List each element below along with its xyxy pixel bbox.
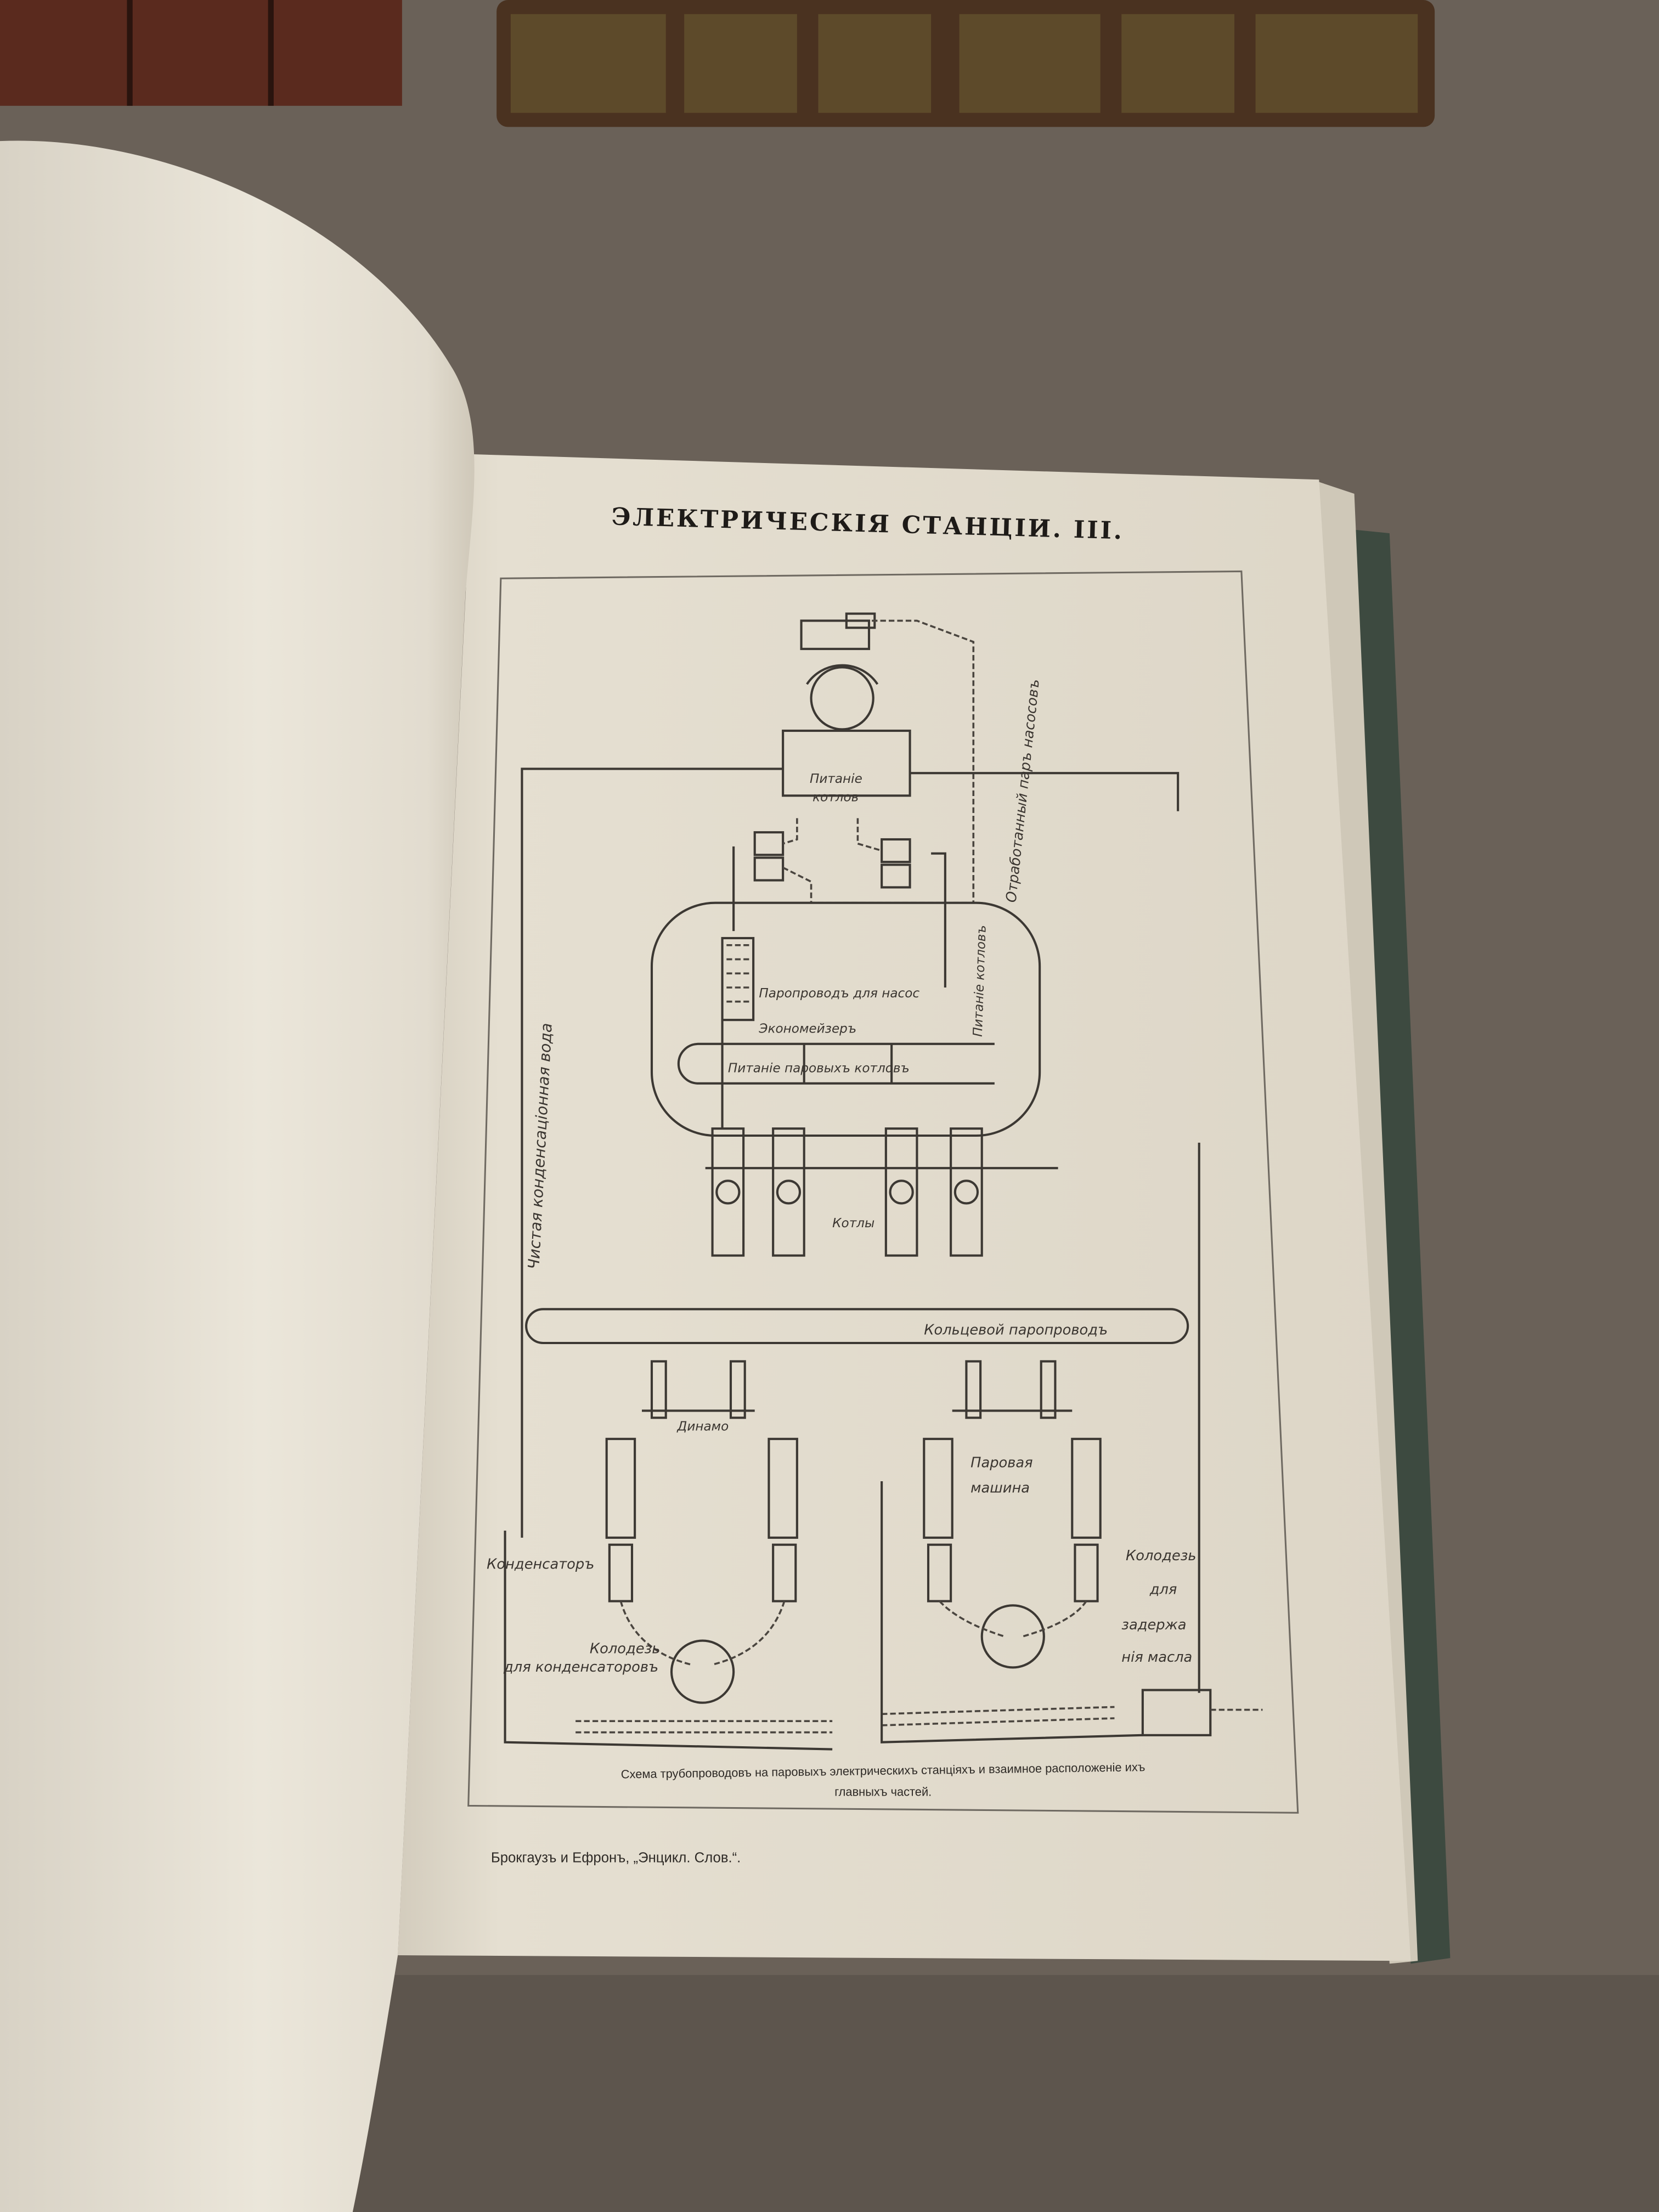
oil-separator bbox=[1141, 1689, 1212, 1736]
boilers bbox=[705, 1127, 1058, 1257]
boiler-feed-loop bbox=[650, 901, 1041, 1137]
book-cover-edge bbox=[1347, 529, 1451, 1964]
plate-frame bbox=[467, 570, 1299, 1814]
book-spines-right bbox=[496, 0, 1435, 127]
label-steam-engine-2: машина bbox=[970, 1480, 1030, 1497]
engines bbox=[605, 1360, 1102, 1704]
label-dynamo: Динамо bbox=[676, 1419, 729, 1434]
pipeline-diagram bbox=[504, 612, 1263, 1751]
label-economizer: Экономейзеръ bbox=[758, 1022, 856, 1036]
feed-tank bbox=[782, 729, 911, 797]
label-pump-steam: Паропроводъ для насос bbox=[759, 986, 919, 1001]
label-boiler-feed-2: котлов bbox=[812, 791, 859, 805]
heater bbox=[800, 619, 871, 650]
label-oil-well-3: задержа bbox=[1121, 1617, 1186, 1633]
label-oil-well: Колодезь bbox=[1126, 1548, 1197, 1564]
label-condenser: Конденсаторъ bbox=[487, 1556, 594, 1572]
ring-steam-main bbox=[525, 1308, 1189, 1345]
publisher-footer: Брокгаузъ и Ефронъ, „Энцикл. Слов.“. bbox=[491, 1850, 741, 1865]
label-oil-well-2: для bbox=[1149, 1582, 1177, 1598]
label-steam-engine: Паровая bbox=[970, 1454, 1032, 1471]
label-steam-boiler-feed: Питаніе паровыхъ котловъ bbox=[728, 1061, 910, 1075]
label-well: Колодезь bbox=[590, 1641, 661, 1657]
diagram-labels: Питаніе котлов Отработанный паръ насосов… bbox=[487, 678, 1196, 1675]
book-spines-left bbox=[0, 0, 402, 106]
pump-wheel bbox=[810, 666, 874, 731]
right-page bbox=[398, 454, 1411, 1961]
label-boilers: Котлы bbox=[832, 1216, 874, 1231]
left-page bbox=[0, 140, 475, 2212]
plate-caption-2: главныхъ частей. bbox=[834, 1785, 932, 1798]
label-ring-main: Кольцевой паропроводъ bbox=[924, 1322, 1108, 1339]
label-oil-well-4: нія масла bbox=[1121, 1649, 1192, 1666]
label-boiler-feed: Питаніе bbox=[810, 772, 862, 786]
label-well-2: для конденсаторовъ bbox=[503, 1659, 658, 1675]
economizer bbox=[721, 936, 755, 1022]
